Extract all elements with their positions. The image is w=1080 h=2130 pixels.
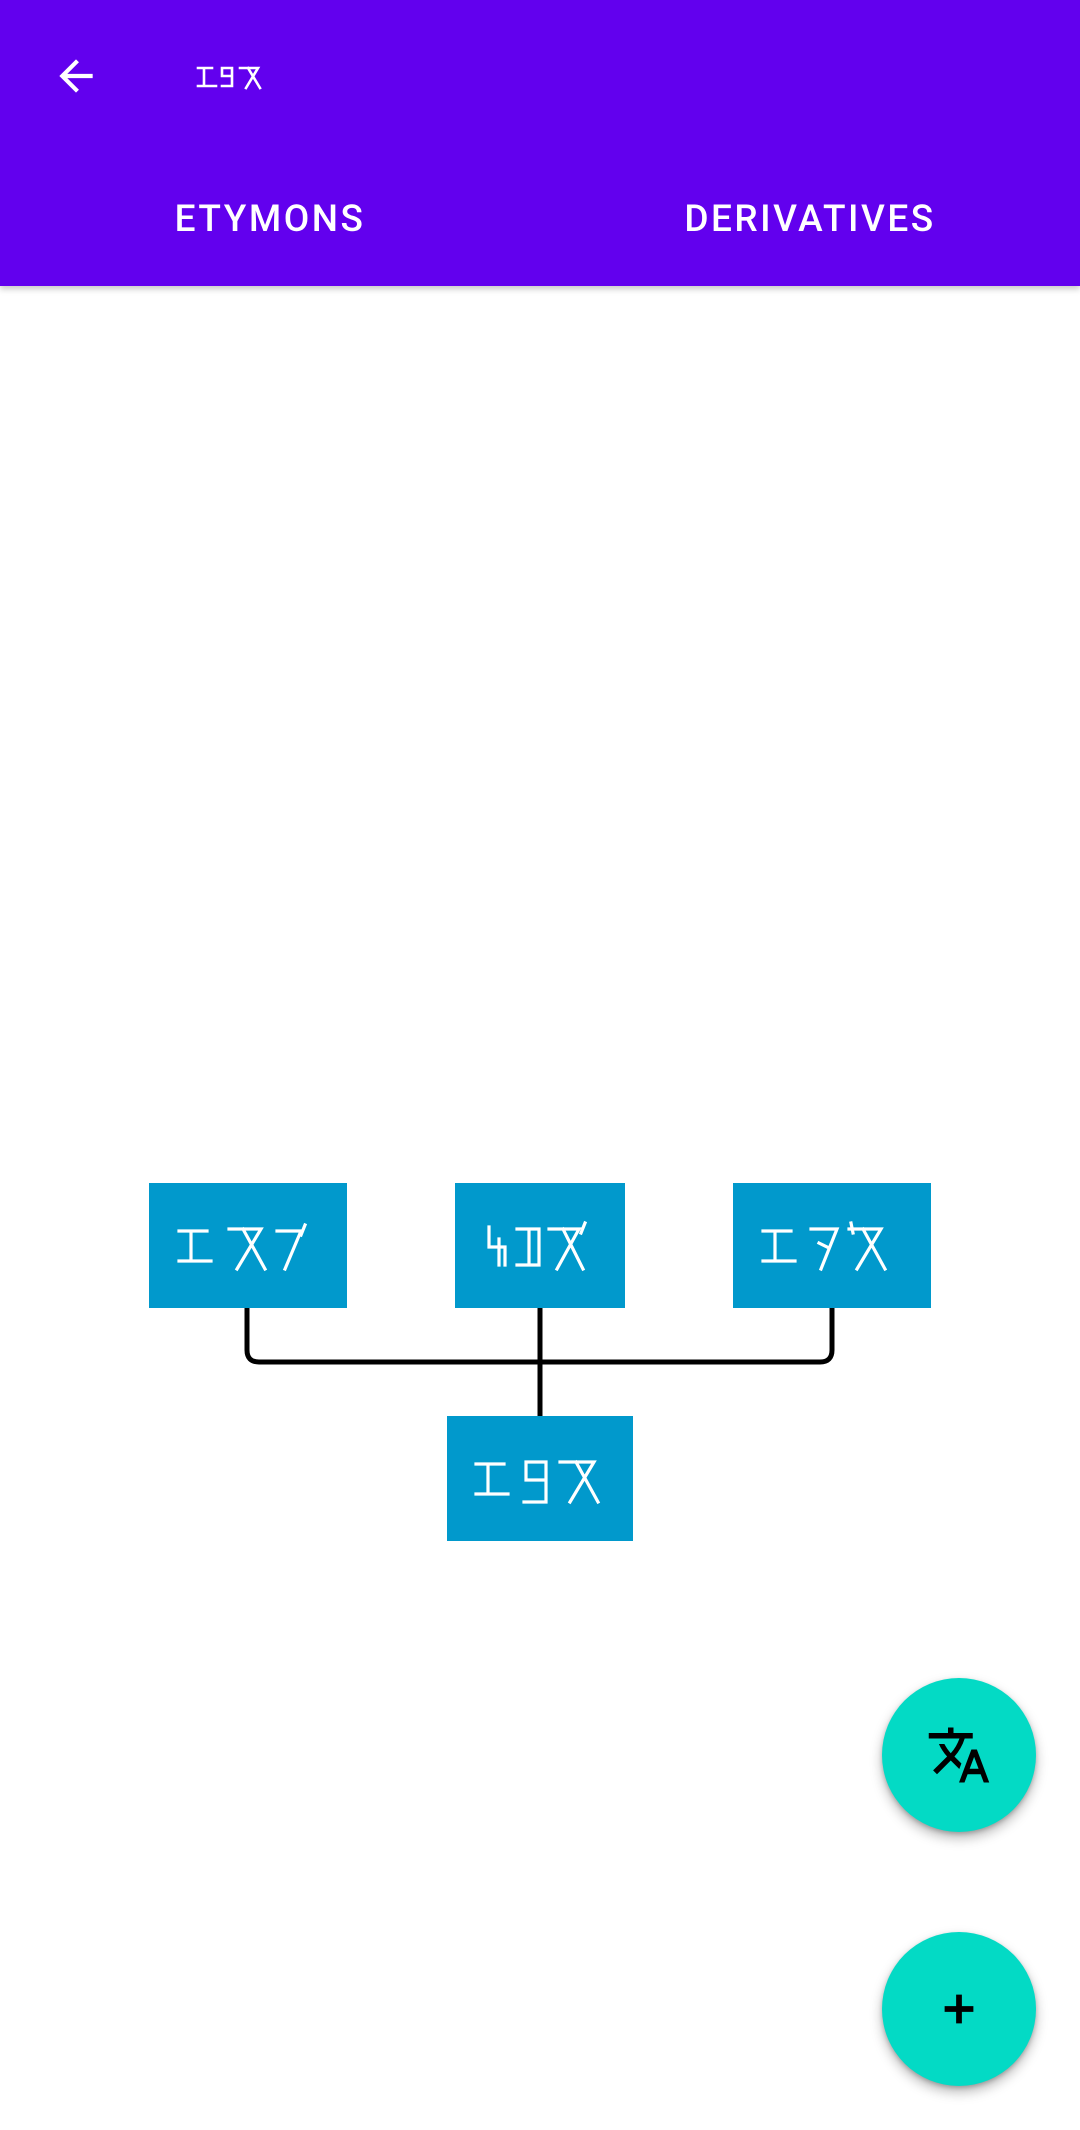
connector-etymon-3 [540, 1308, 835, 1365]
etymon-node-1-glyphs [177, 1222, 308, 1271]
etymon-node-3-glyphs [761, 1220, 888, 1271]
plus-icon [944, 1994, 974, 2024]
etymon-node-2[interactable]: etymon word 2 [455, 1183, 625, 1308]
page-title-glyphs [196, 66, 262, 90]
tab-derivatives-label: DERIVATIVES [684, 198, 936, 241]
etymon-node-2-glyphs [487, 1220, 588, 1271]
back-button[interactable] [36, 36, 116, 116]
add-button[interactable] [882, 1932, 1036, 2086]
arrow-back-icon [59, 59, 93, 93]
tab-etymons-label: ETYMONS [174, 198, 366, 241]
tab-etymons[interactable]: ETYMONS [0, 160, 540, 280]
etymon-node-1[interactable]: etymon word 1 [149, 1183, 347, 1308]
translate-icon [928, 1727, 990, 1783]
connector-etymon-1 [244, 1308, 540, 1365]
tab-derivatives[interactable]: DERIVATIVES [540, 160, 1080, 280]
translate-button[interactable] [882, 1678, 1036, 1832]
current-word-node[interactable]: current word [447, 1416, 633, 1541]
app-bar: Current word (constructed-script glyphs)… [0, 0, 1080, 286]
page-title: Current word (constructed-script glyphs) [0, 0, 1, 1]
etymon-node-3[interactable]: etymon word 3 [733, 1183, 931, 1308]
current-word-node-glyphs [474, 1459, 601, 1504]
